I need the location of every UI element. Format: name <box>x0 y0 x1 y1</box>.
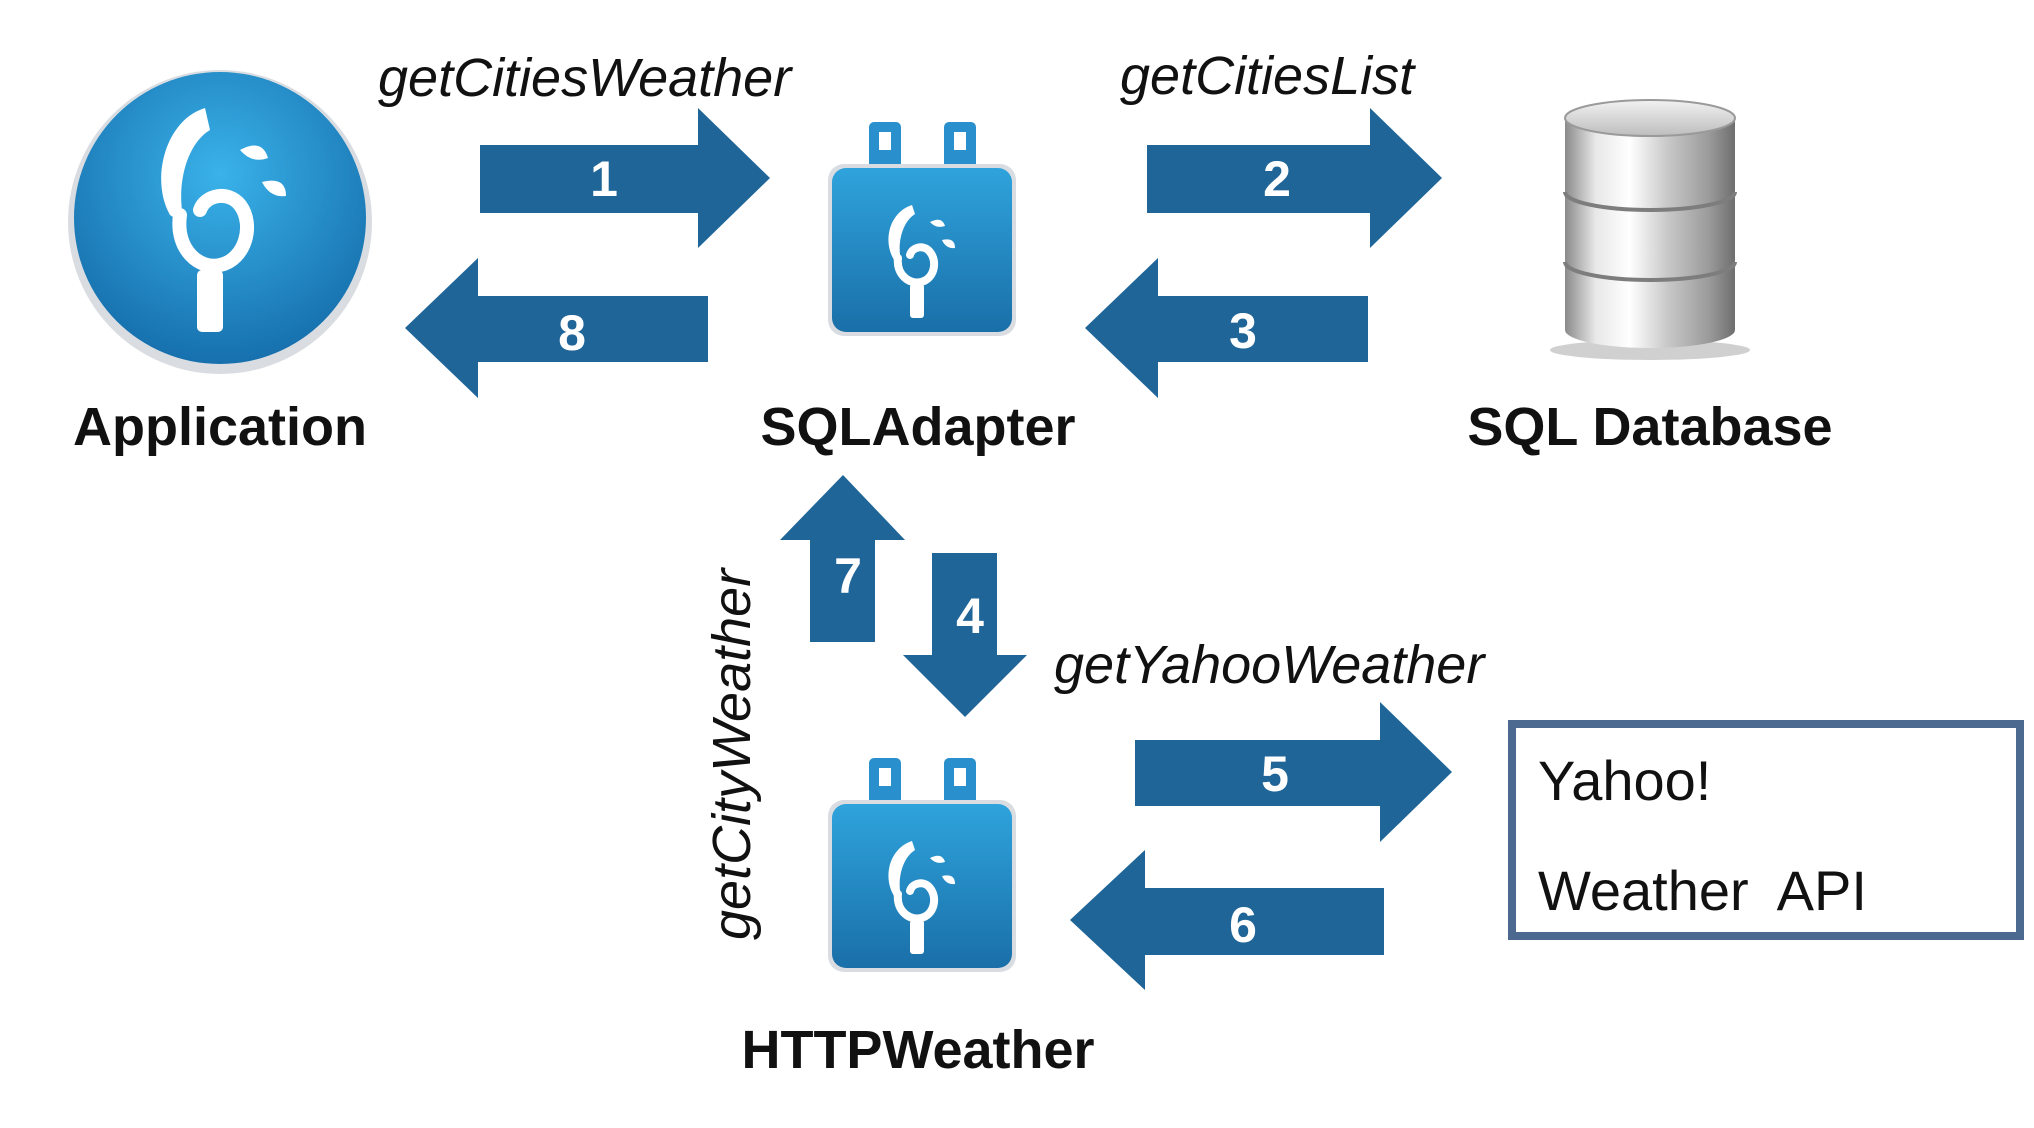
arrow-step-3: 3 <box>1085 258 1368 398</box>
step-number: 5 <box>1261 746 1289 802</box>
step-number: 7 <box>834 548 862 604</box>
sql-database-label: SQL Database <box>1467 397 1832 457</box>
arrow-step-4: 4 <box>903 553 1027 717</box>
sql-database-node: SQL Database <box>1467 99 1833 457</box>
adapter-plug-icon <box>828 758 1016 972</box>
database-icon <box>1550 99 1750 360</box>
http-weather-node: HTTPWeather <box>741 758 1095 1080</box>
adapter-plug-icon <box>828 122 1016 336</box>
call-label-get-yahoo-weather: getYahooWeather <box>1054 635 1486 695</box>
yahoo-api-line1: Yahoo! <box>1538 749 1711 812</box>
sql-adapter-node: SQLAdapter <box>760 122 1076 457</box>
arrow-step-5: 5 <box>1135 702 1452 842</box>
http-weather-label: HTTPWeather <box>741 1020 1094 1080</box>
arrow-step-1: 1 <box>480 108 770 248</box>
arrow-step-8: 8 <box>405 258 708 398</box>
yahoo-weather-api-box: Yahoo! Weather API <box>1508 720 2024 940</box>
sql-adapter-label: SQLAdapter <box>760 397 1075 457</box>
arrow-step-7: 7 <box>780 475 905 642</box>
step-number: 6 <box>1229 897 1257 953</box>
arrow-step-6: 6 <box>1070 850 1384 990</box>
application-label: Application <box>73 397 367 457</box>
call-label-get-cities-list: getCitiesList <box>1120 46 1416 106</box>
step-number: 3 <box>1229 303 1257 359</box>
application-node: Application <box>68 70 372 457</box>
step-number: 2 <box>1263 151 1291 207</box>
step-number: 4 <box>956 588 984 644</box>
arrow-step-2: 2 <box>1147 108 1442 248</box>
yahoo-api-line2: Weather API <box>1538 859 1867 922</box>
call-label-get-city-weather: getCityWeather <box>702 567 762 940</box>
step-number: 8 <box>558 305 586 361</box>
step-number: 1 <box>590 151 618 207</box>
call-label-get-cities-weather: getCitiesWeather <box>378 48 793 108</box>
app-logo-icon <box>68 70 372 374</box>
